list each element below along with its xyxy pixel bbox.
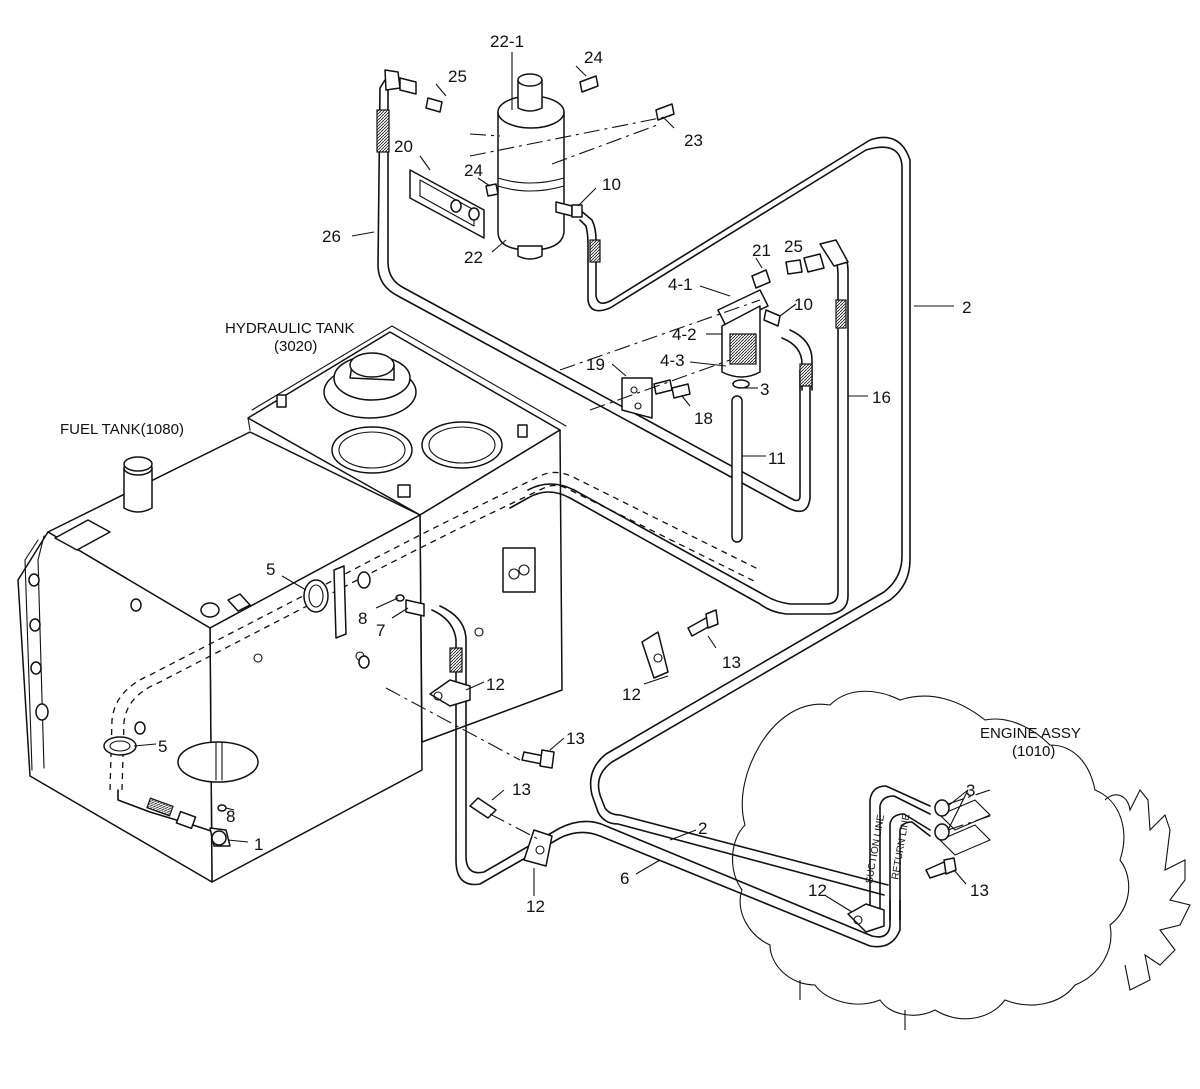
callout-12-bracket: 12 — [622, 685, 641, 704]
engine-assy-label: ENGINE ASSY — [980, 725, 1081, 742]
suction-line-marking: SUCTION LINE — [864, 813, 887, 884]
callout-8-top: 8 — [358, 609, 367, 628]
callout-13-bracket: 13 — [722, 653, 741, 672]
callout-11: 11 — [768, 449, 786, 468]
callout-13-mid: 13 — [566, 729, 585, 748]
callout-24-mid: 24 — [464, 161, 483, 180]
part-callouts: 22-1 24 25 23 20 24 10 26 22 21 25 4-1 1… — [158, 32, 989, 916]
callout-25-top: 25 — [448, 67, 467, 86]
callout-23: 23 — [684, 131, 703, 150]
callout-6: 6 — [620, 869, 629, 888]
callout-20: 20 — [394, 137, 413, 156]
callout-13-engine: 13 — [970, 881, 989, 900]
callout-3-engine: 3 — [966, 781, 975, 800]
callout-3-mid: 3 — [760, 380, 769, 399]
callout-10-mid: 10 — [794, 295, 813, 314]
callout-4-1: 4-1 — [668, 275, 693, 294]
hydraulic-tank-label: HYDRAULIC TANK — [225, 320, 354, 337]
callout-16: 16 — [872, 388, 891, 407]
callout-4-2: 4-2 — [672, 325, 697, 344]
callout-18: 18 — [694, 409, 713, 428]
assembly-captions: HYDRAULIC TANK (3020) FUEL TANK(1080) EN… — [60, 320, 1081, 760]
callout-21: 21 — [752, 241, 771, 260]
callout-7: 7 — [376, 621, 385, 640]
fuel-tank — [17, 431, 761, 883]
small-parts — [103, 565, 991, 933]
callout-5-top: 5 — [266, 560, 275, 579]
callout-2-low: 2 — [698, 819, 707, 838]
engine-assy-ref-label: (1010) — [1012, 743, 1055, 760]
callout-12-engine: 12 — [808, 881, 827, 900]
callout-25-mid: 25 — [784, 237, 803, 256]
water-separator — [399, 73, 675, 260]
callout-13-low: 13 — [512, 780, 531, 799]
fuel-filter — [559, 253, 825, 419]
engine-assembly-outline — [732, 690, 1191, 1030]
callout-5-low: 5 — [158, 737, 167, 756]
callout-8-low: 8 — [226, 807, 235, 826]
callout-12-mid: 12 — [486, 675, 505, 694]
leader-lines — [133, 52, 969, 913]
callout-22: 22 — [464, 248, 483, 267]
callout-24-top: 24 — [584, 48, 603, 67]
callout-4-3: 4-3 — [660, 351, 685, 370]
callout-2-right: 2 — [962, 298, 971, 317]
callout-22-1: 22-1 — [490, 32, 524, 51]
callout-10-top: 10 — [602, 175, 621, 194]
callout-26: 26 — [322, 227, 341, 246]
callout-19: 19 — [586, 355, 605, 374]
callout-12-low: 12 — [526, 897, 545, 916]
callout-1: 1 — [254, 835, 263, 854]
return-line-marking: RETURN LINE — [890, 813, 912, 881]
fuel-tank-label: FUEL TANK(1080) — [60, 421, 184, 438]
fuel-lines: SUCTION LINE RETURN LINE — [117, 69, 931, 948]
hydraulic-tank-ref-label: (3020) — [274, 338, 317, 355]
